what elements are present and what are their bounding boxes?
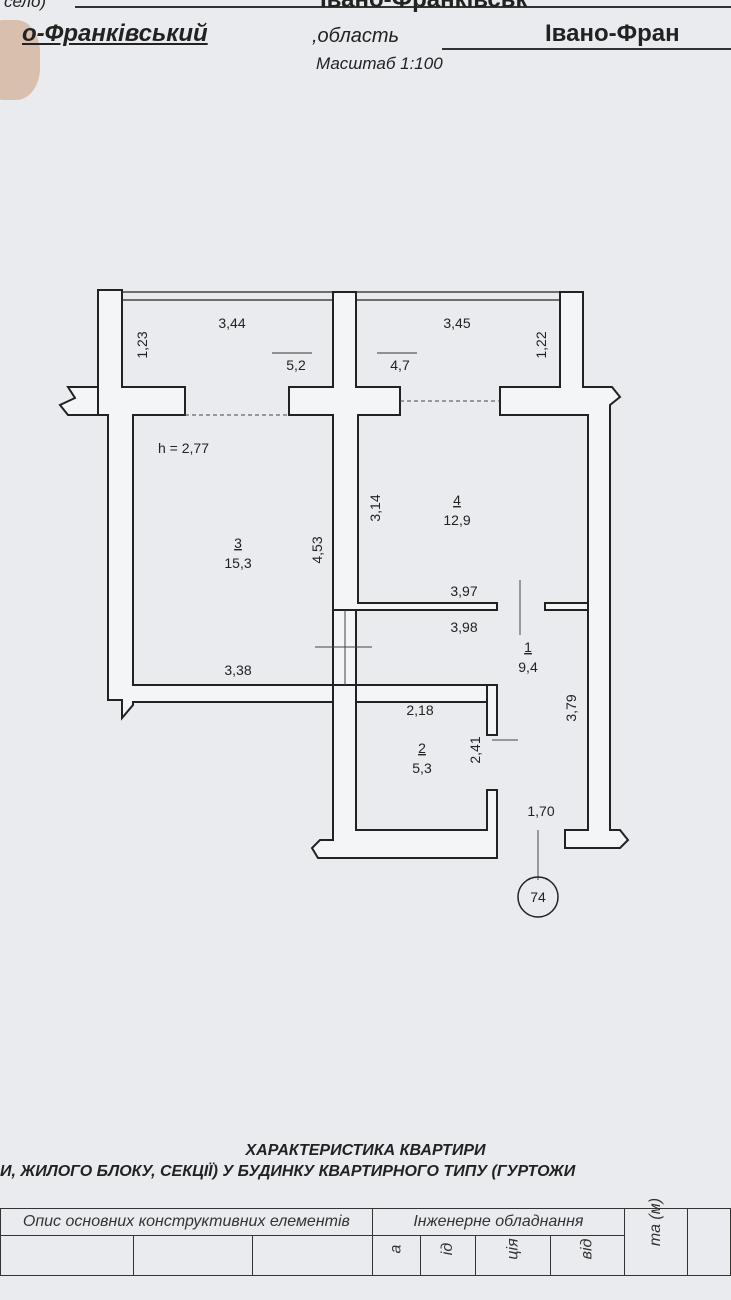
wall-middle — [288, 291, 498, 611]
dim-room3-bottom: 3,38 — [224, 662, 251, 678]
floor-plan: 74 3,44 3,45 1,23 1,22 5,2 4,7 h = 2,77 … — [58, 289, 630, 918]
dim-room3-height: 4,53 — [309, 536, 325, 563]
city-underline — [75, 6, 731, 8]
dim-top-right: 3,45 — [443, 315, 470, 331]
region-underline — [442, 48, 731, 50]
sub-col-b-label: ід — [438, 1242, 456, 1256]
col-extra — [687, 1208, 731, 1276]
ceiling-height: h = 2,77 — [158, 440, 209, 456]
dim-entrance: 1,70 — [527, 803, 554, 819]
city-value: Івано-Франківськ — [320, 0, 528, 14]
finger — [0, 20, 40, 100]
wall-bathroom — [310, 684, 498, 859]
sub-col-a-label: а — [387, 1244, 405, 1254]
wall-stub-left — [58, 386, 99, 416]
dim-room2-height: 2,41 — [467, 736, 483, 763]
room-4-area: 12,9 — [443, 512, 470, 528]
wall-partition-right — [544, 602, 589, 611]
wall-bathroom-right — [486, 684, 498, 736]
col-engineering: Інженерне обладнання — [371, 1208, 626, 1236]
region-label: ,область — [312, 25, 400, 47]
sub-col-c: ція — [475, 1235, 552, 1276]
scale-label: Масштаб 1:100 — [316, 54, 443, 73]
sub-col — [132, 1235, 254, 1276]
dim-room2-width: 2,18 — [406, 702, 433, 718]
room-4-number: 4 — [453, 492, 461, 508]
dim-hall-right: 3,79 — [563, 694, 579, 721]
sub-col — [252, 1235, 373, 1276]
room-2-area: 5,3 — [412, 760, 432, 776]
wall-left — [97, 289, 493, 721]
room-1-number: 1 — [524, 639, 532, 655]
dim-balcony-right: 1,22 — [533, 331, 549, 358]
room-1-area: 9,4 — [518, 659, 538, 675]
sub-col-a: а — [371, 1235, 421, 1276]
sub-col-d: від — [550, 1235, 625, 1276]
dim-hall-top: 3,98 — [450, 619, 477, 635]
col-structural: Опис основних конструктивних елементів — [0, 1208, 373, 1236]
apartment-number-circle — [517, 876, 559, 918]
apartment-number: 74 — [530, 889, 546, 905]
sub-col-d-label: від — [578, 1238, 596, 1260]
dim-balcony-left: 1,23 — [134, 331, 150, 358]
sub-col — [0, 1235, 134, 1276]
dim-room4-bottom: 3,97 — [450, 583, 477, 599]
dim-room4-height: 3,14 — [367, 494, 383, 521]
room-3-number: 3 — [234, 535, 242, 551]
col-height: та (м) — [624, 1198, 688, 1276]
region-value: Івано-Фран — [545, 20, 680, 47]
characteristics-table: Опис основних конструктивних елементів І… — [0, 1198, 731, 1276]
col-height-label: та (м) — [647, 1197, 664, 1247]
dim-top-left: 3,44 — [218, 315, 245, 331]
balcony-right-area: 4,7 — [390, 357, 410, 373]
district-value: о-Франківський — [22, 20, 208, 47]
section-title: ХАРАКТЕРИСТИКА КВАРТИРИ — [245, 1142, 486, 1159]
room-3-area: 15,3 — [224, 555, 251, 571]
room-2-number: 2 — [418, 740, 426, 756]
section-subtitle: И, ЖИЛОГО БЛОКУ, СЕКЦІЇ) У БУДИНКУ КВАРТ… — [0, 1163, 576, 1180]
sub-col-c-label: ція — [504, 1238, 522, 1260]
balcony-left-area: 5,2 — [286, 357, 306, 373]
wall-right — [499, 291, 630, 849]
sub-col-b: ід — [419, 1235, 477, 1276]
city-label: село) — [4, 0, 47, 11]
